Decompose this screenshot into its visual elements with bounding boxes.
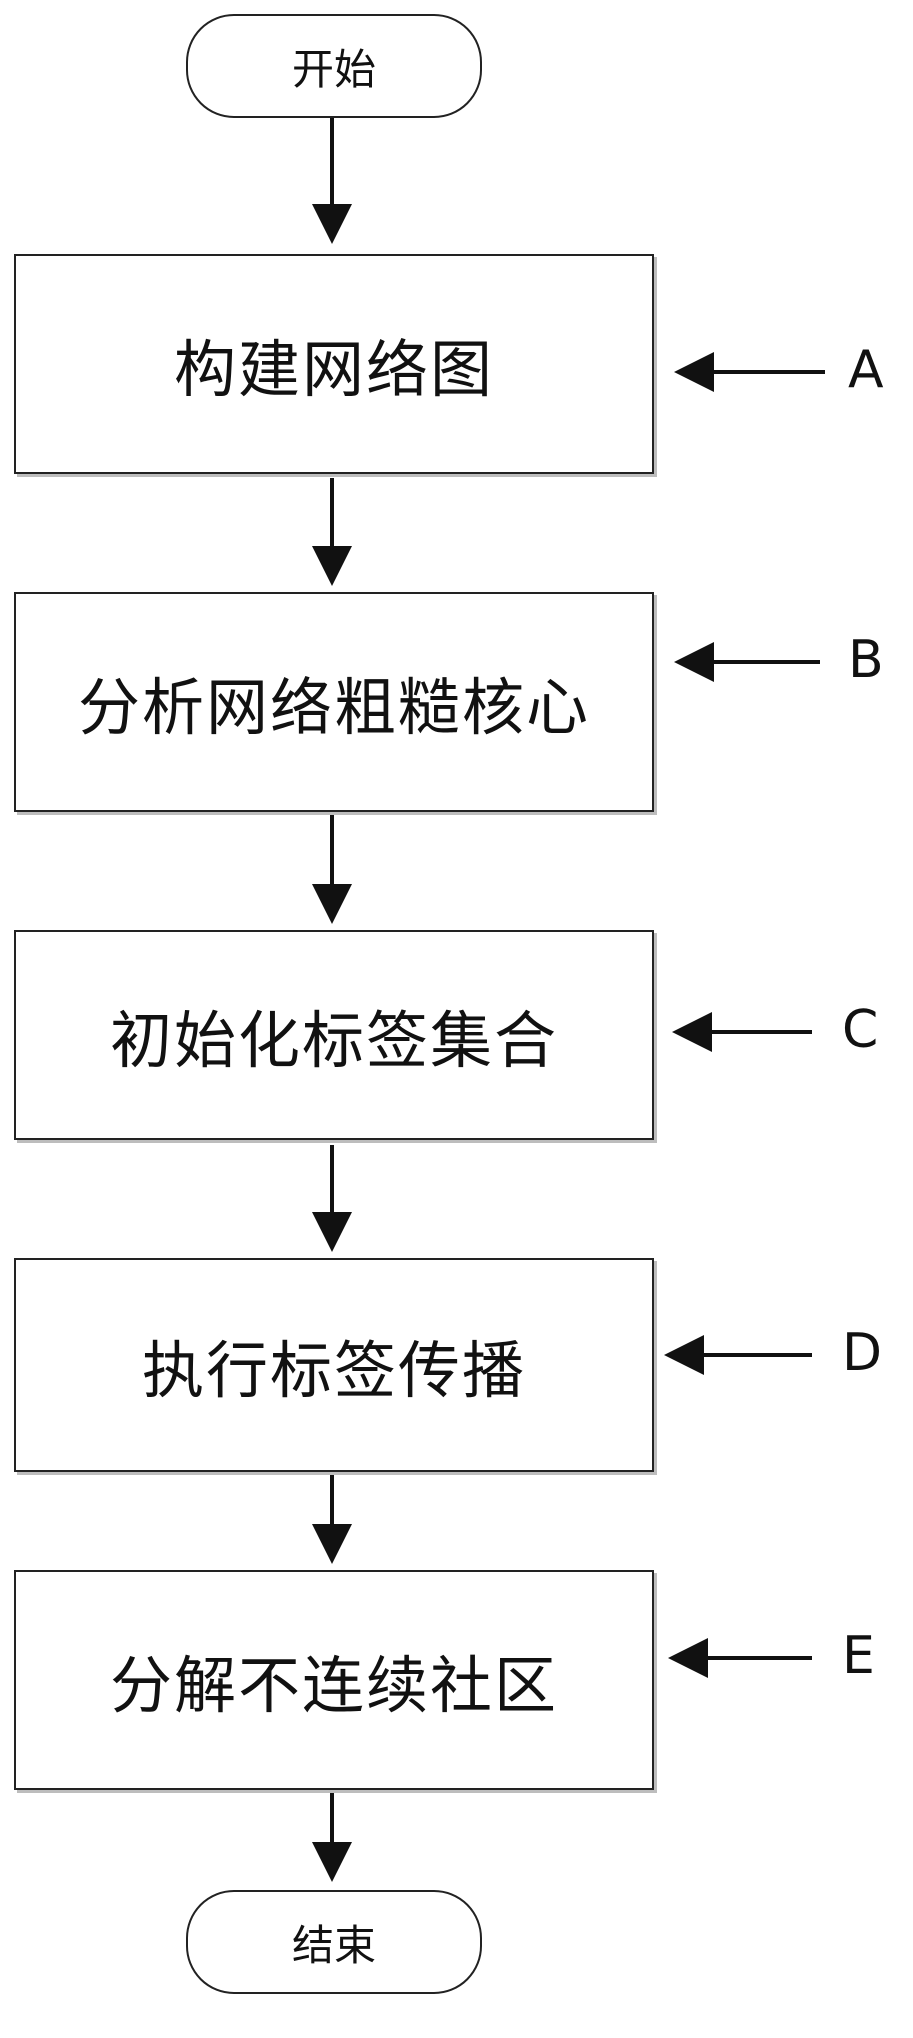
end-label: 结束	[291, 1920, 376, 1970]
start-terminal: 开始	[186, 14, 482, 118]
step-tag-a: A	[848, 340, 884, 400]
step-label-d: 执行标签传播	[141, 1334, 526, 1407]
step-tag-d: D	[842, 1323, 883, 1383]
step-tag-e: E	[842, 1626, 875, 1686]
step-box-b: 分析网络粗糙核心	[14, 592, 654, 812]
start-label: 开始	[291, 44, 376, 94]
step-label-e: 分解不连续社区	[109, 1649, 558, 1722]
step-box-e: 分解不连续社区	[14, 1570, 654, 1790]
step-label-b: 分析网络粗糙核心	[77, 671, 590, 744]
step-box-c: 初始化标签集合	[14, 930, 654, 1140]
end-terminal: 结束	[186, 1890, 482, 1994]
step-label-c: 初始化标签集合	[109, 1004, 558, 1077]
step-label-a: 构建网络图	[173, 333, 494, 406]
step-tag-b: B	[848, 630, 884, 690]
step-box-d: 执行标签传播	[14, 1258, 654, 1472]
step-tag-c: C	[842, 1000, 879, 1060]
step-box-a: 构建网络图	[14, 254, 654, 474]
